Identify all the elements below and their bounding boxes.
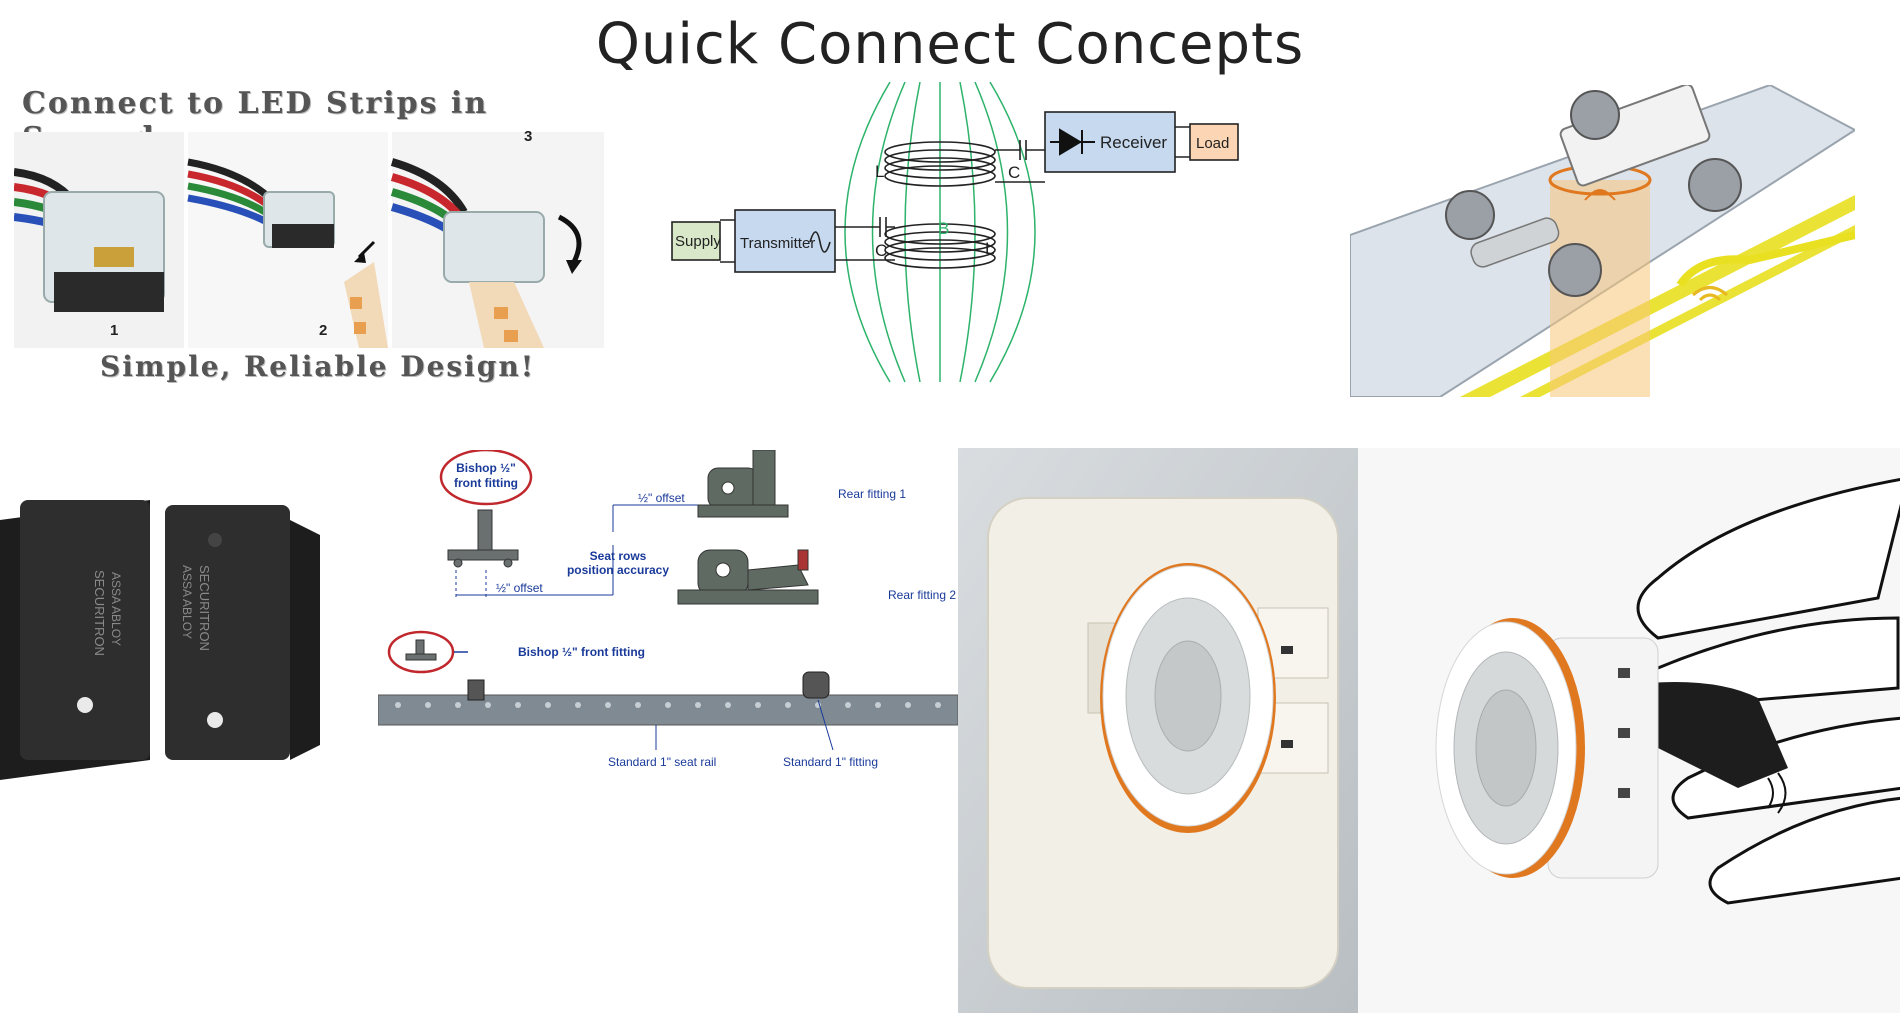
bishop-small-circle	[387, 630, 455, 674]
charging-pad-signal-icon	[1692, 286, 1728, 302]
led-connector-photos	[14, 132, 604, 348]
rear-fitting-2-label: Rear fitting 2	[888, 588, 956, 602]
capacitor-label-top: C	[1008, 163, 1020, 182]
transmitter-coil	[884, 223, 996, 269]
step-2-label: 2	[319, 322, 328, 339]
transmitter-box	[734, 209, 836, 273]
step-1-label: 1	[110, 322, 119, 339]
rear-fitting-1-part	[697, 450, 789, 518]
wireless-power-circuit: L L B C Receiver Load C Transmitter Supp…	[671, 82, 1239, 383]
transmitter-wiring	[835, 217, 895, 261]
seat-fitting-diagram: Bishop ½" front fitting ½" offset ½" off…	[378, 450, 958, 769]
bishop-fitting-label: Bishop ½" front fitting	[518, 645, 645, 659]
receiver-coil	[884, 141, 996, 187]
led-connector-panel: Connect to LED Strips in Seconds	[14, 82, 604, 402]
inductor-label-top: L	[875, 162, 884, 181]
wireless-charging-car-illustration	[1350, 85, 1855, 397]
bishop-callout-circle	[439, 450, 533, 506]
offset-top-label: ½" offset	[638, 491, 685, 505]
standard-fitting-label: Standard 1" fitting	[783, 755, 878, 769]
rear-fitting-1-label: Rear fitting 1	[838, 487, 906, 501]
led-connector-footer: Simple, Reliable Design!	[100, 350, 536, 383]
rear-fitting-2-part	[677, 549, 819, 605]
seat-rows-label-2: position accuracy	[567, 563, 669, 577]
bishop-callout-line1: Bishop ½"	[456, 461, 516, 475]
hand-plug-photo	[1358, 448, 1900, 1013]
plug-signal-icon	[1767, 772, 1787, 814]
slide-title: Quick Connect Concepts	[595, 12, 1305, 77]
lock-brand-1b: SECURITRON	[197, 565, 212, 651]
magnetic-lock-photo: SECURITRON SECURITRON ASSA ABLOY ASSA AB…	[0, 480, 320, 780]
lock-brand-2b: ASSA ABLOY	[109, 572, 123, 646]
plug-body	[1648, 682, 1788, 788]
bishop-callout-line2: front fitting	[454, 476, 518, 490]
supply-box	[671, 221, 721, 261]
wireless-signal-icon	[1584, 189, 1616, 201]
load-box	[1189, 123, 1239, 161]
field-label: B	[938, 219, 949, 238]
lock-brand-1: SECURITRON	[92, 570, 107, 656]
inductor-label-bottom: L	[985, 239, 994, 258]
standard-rail-label: Standard 1" seat rail	[608, 755, 716, 769]
seat-rail-part	[378, 694, 958, 726]
receiver-label: Receiver	[1100, 133, 1167, 152]
supply-label: Supply	[675, 233, 721, 250]
lock-brand-2: ASSA ABLOY	[180, 565, 194, 639]
lock-block-right	[165, 505, 320, 760]
capacitor-label-bottom: C	[875, 241, 887, 260]
lock-block-left	[0, 500, 150, 780]
diode-icon	[1050, 128, 1095, 156]
step-3-label: 3	[524, 128, 533, 145]
wall-outlet-photo	[958, 448, 1358, 1013]
car-wheels	[1445, 90, 1742, 297]
bishop-fitting-part	[447, 509, 519, 568]
transmitter-label: Transmitter	[740, 235, 815, 252]
ac-source-icon	[809, 231, 831, 253]
receiver-wiring	[995, 140, 1045, 183]
load-label: Load	[1196, 135, 1229, 152]
offset-bottom-label: ½" offset	[496, 581, 543, 595]
seat-rows-label-1: Seat rows	[590, 549, 647, 563]
